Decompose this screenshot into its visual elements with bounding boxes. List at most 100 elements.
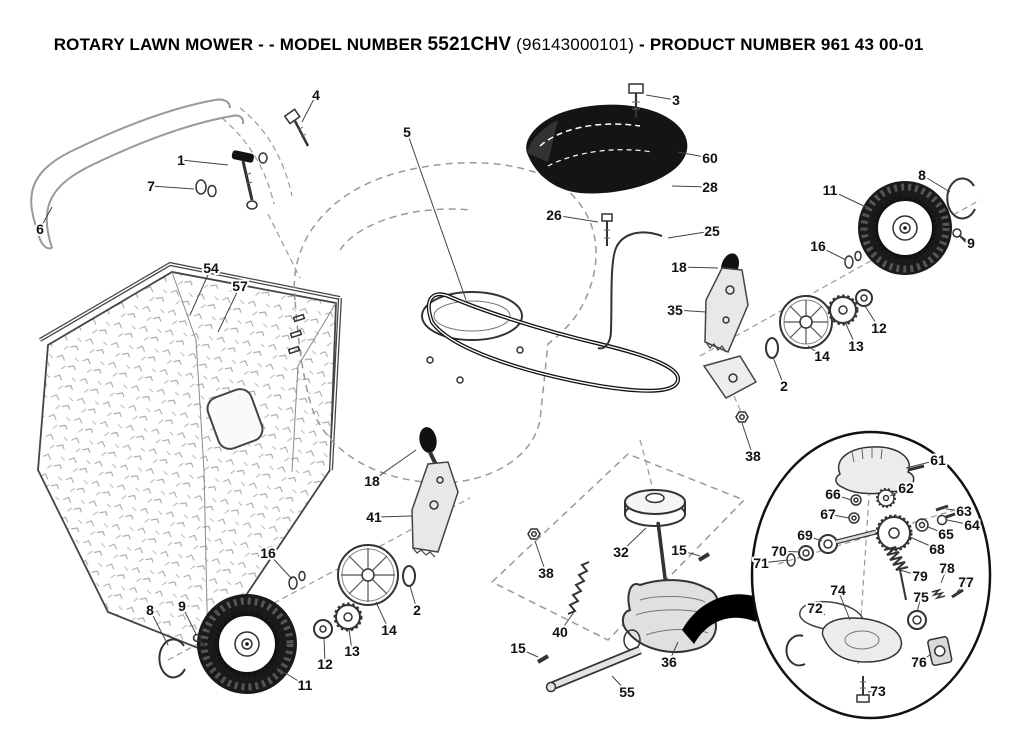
leader-line-9: [181, 605, 197, 635]
part-73-bolt: [856, 676, 870, 703]
part-9-bolt-rear: [952, 228, 967, 243]
deck-vent-2: [289, 329, 303, 339]
leader-line-64: [946, 519, 973, 526]
deck-hole-2: [516, 346, 524, 354]
bag-frame-tube-hl: [39, 263, 341, 341]
part-number-40: 40: [552, 624, 568, 640]
handle-end-hook-2: [231, 114, 245, 125]
part-number-9: 9: [967, 235, 975, 251]
leader-line-65: [927, 526, 947, 535]
part-number-78: 78: [939, 560, 955, 576]
part-number-18: 18: [364, 473, 380, 489]
part-79-worm-screw: [883, 546, 909, 601]
bag-fold-line: [171, 271, 209, 653]
part-number-57: 57: [232, 278, 248, 294]
front-wheel-assembly: [158, 427, 541, 694]
leader-line-28: [671, 185, 711, 188]
part-number-61: 61: [930, 452, 946, 468]
part-65-washer: [915, 518, 929, 532]
part-number-9: 9: [178, 598, 186, 614]
part-number-73: 73: [870, 683, 886, 699]
deck-hole-1: [426, 356, 434, 364]
part-number-1: 1: [177, 152, 185, 168]
part-number-28: 28: [702, 179, 718, 195]
part-16-erings-front: [288, 570, 306, 590]
part-12-washer-front: [313, 619, 333, 639]
part-3-bolt: [628, 83, 644, 118]
leader-line-32: [620, 527, 647, 553]
part-32-pulley: [624, 489, 686, 587]
part-number-16: 16: [810, 238, 826, 254]
leader-line-36: [668, 641, 679, 663]
part-1-handle-knob: [231, 150, 258, 210]
handle-to-deck-phantom: [267, 213, 301, 279]
model-number: 5521CHV: [427, 34, 512, 55]
part-number-66: 66: [825, 486, 841, 502]
deck-vent-3: [287, 345, 301, 355]
part-7-washer-nut: [195, 152, 268, 198]
deck-inner-line: [339, 208, 471, 251]
part-number-67: 67: [820, 506, 836, 522]
leader-line-5: [406, 131, 467, 301]
part-4-bolt: [283, 108, 310, 147]
leader-line-54: [189, 267, 212, 316]
part-14-spoked-gear-rear: [779, 295, 833, 349]
leader-line-2: [409, 585, 418, 611]
part-number-15: 15: [671, 542, 687, 558]
part-number-18: 18: [671, 259, 687, 275]
handle-bend: [37, 231, 53, 250]
part-38-nut-rear: [735, 411, 749, 423]
bag-body: [37, 271, 337, 654]
leader-line-16: [817, 245, 847, 261]
leader-line-12: [864, 305, 880, 329]
rear-axis-phantom: [699, 199, 981, 357]
part-number-8: 8: [146, 602, 154, 618]
leader-line-16: [267, 552, 293, 580]
leader-line-9: [958, 234, 972, 244]
leader-line-8: [921, 174, 951, 193]
part-number-13: 13: [344, 643, 360, 659]
leader-line-72: [814, 607, 826, 616]
drive-belt: [426, 292, 680, 393]
part-number-77: 77: [958, 574, 974, 590]
part-8-hubcap-rear: [946, 177, 976, 220]
part-76-bushing-block: [927, 636, 953, 667]
part-number-4: 4: [312, 87, 320, 103]
leader-line-18: [371, 449, 417, 482]
leader-line-62: [889, 487, 907, 497]
leader-line-25: [667, 230, 713, 239]
part-number-11: 11: [298, 677, 313, 693]
leader-line-15: [517, 647, 539, 658]
part-number-38: 38: [538, 565, 554, 581]
leader-line-69: [804, 534, 823, 542]
part-number-71: 71: [753, 555, 769, 571]
leader-line-61: [905, 459, 939, 469]
leader-line-76: [918, 654, 931, 663]
part-64-washer: [936, 514, 948, 526]
part-number-36: 36: [661, 654, 677, 670]
part-26-bolt: [601, 213, 613, 246]
part-14-spoked-gear-front: [337, 544, 399, 606]
leader-line-13: [844, 321, 857, 347]
part-35-wheel-bracket: [704, 267, 749, 353]
leader-line-18: [678, 266, 719, 269]
leader-line-73: [867, 690, 879, 693]
leader-line-38: [534, 540, 547, 574]
leader-line-77: [956, 581, 967, 593]
belt-bracket: [702, 355, 758, 413]
part-41-wheel-bracket: [411, 461, 459, 558]
part-2-washer-front: [402, 565, 416, 587]
retainer-clip: [785, 634, 806, 667]
part-number-32: 32: [613, 544, 629, 560]
leader-line-6: [39, 206, 53, 230]
leader-line-40: [559, 611, 575, 633]
leader-line-41: [373, 515, 413, 518]
part-number-8: 8: [918, 167, 926, 183]
part-40-spring: [567, 561, 590, 615]
part-number-63: 63: [956, 503, 972, 519]
leader-line-38: [741, 422, 754, 457]
leader-line-11: [829, 189, 869, 209]
